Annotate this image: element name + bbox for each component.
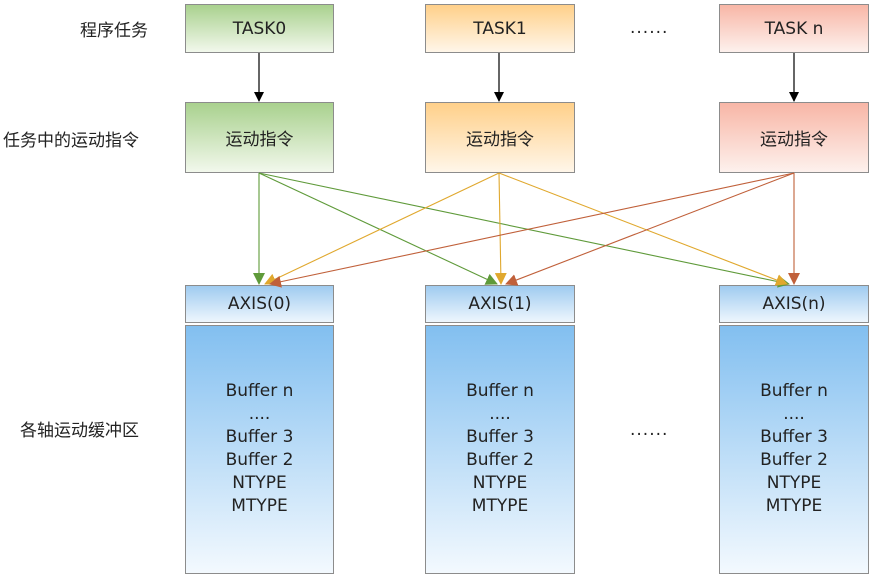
task-box-0: TASK0 bbox=[185, 4, 334, 53]
motion-cmd-box-1: 运动指令 bbox=[425, 102, 575, 173]
buffer-line: Buffer 2 bbox=[466, 450, 534, 470]
axis-header-1: AXIS(1) bbox=[425, 285, 575, 323]
buffer-line: Buffer n bbox=[225, 381, 294, 401]
buffer-line: Buffer 3 bbox=[466, 427, 534, 447]
axis-buffer-1: Buffer n .... Buffer 3 Buffer 2 NTYPE MT… bbox=[425, 325, 575, 574]
buffer-line: Buffer n bbox=[466, 381, 534, 401]
axis-buffer-0: Buffer n .... Buffer 3 Buffer 2 NTYPE MT… bbox=[185, 325, 334, 574]
buffer-line: .... bbox=[248, 404, 271, 424]
task-box-1: TASK1 bbox=[425, 4, 575, 53]
axis-buffer-n: Buffer n .... Buffer 3 Buffer 2 NTYPE MT… bbox=[719, 325, 869, 574]
buffer-line: NTYPE bbox=[766, 473, 822, 493]
buffer-line: .... bbox=[783, 404, 805, 424]
buffer-line: Buffer 2 bbox=[225, 450, 294, 470]
arrow-cmd1-to-axis1 bbox=[494, 172, 507, 285]
arrow-cmd0-to-axis1 bbox=[258, 172, 498, 285]
arrow-cmdn-to-axis0 bbox=[269, 172, 795, 288]
row-label-axis-buffers: 各轴运动缓冲区 bbox=[20, 421, 139, 441]
motion-cmd-box-n: 运动指令 bbox=[719, 102, 869, 173]
arrow-cmd1-to-axis0 bbox=[264, 172, 500, 285]
buffer-line: MTYPE bbox=[471, 496, 529, 516]
motion-cmd-box-0: 运动指令 bbox=[185, 102, 334, 173]
buffer-line: .... bbox=[489, 404, 511, 424]
task-ellipsis: ...... bbox=[630, 18, 669, 38]
buffer-line: MTYPE bbox=[765, 496, 823, 516]
buffer-line: Buffer n bbox=[760, 381, 828, 401]
buffer-line: NTYPE bbox=[232, 473, 287, 493]
axis-header-0: AXIS(0) bbox=[185, 285, 334, 323]
buffer-line: Buffer 2 bbox=[760, 450, 828, 470]
arrow-cmd1-to-axisn bbox=[498, 172, 788, 286]
buffer-line: MTYPE bbox=[231, 496, 288, 516]
axis-ellipsis: ...... bbox=[630, 420, 669, 440]
task-box-n: TASK n bbox=[719, 4, 869, 53]
buffer-line: NTYPE bbox=[472, 473, 528, 493]
buffer-line: Buffer 3 bbox=[225, 427, 294, 447]
buffer-line: Buffer 3 bbox=[760, 427, 828, 447]
arrow-cmdn-to-axis1 bbox=[505, 172, 795, 286]
axis-header-n: AXIS(n) bbox=[719, 285, 869, 323]
row-label-motion-commands: 任务中的运动指令 bbox=[3, 131, 139, 151]
row-label-tasks: 程序任务 bbox=[80, 21, 148, 41]
arrow-cmd0-to-axisn bbox=[258, 172, 790, 288]
